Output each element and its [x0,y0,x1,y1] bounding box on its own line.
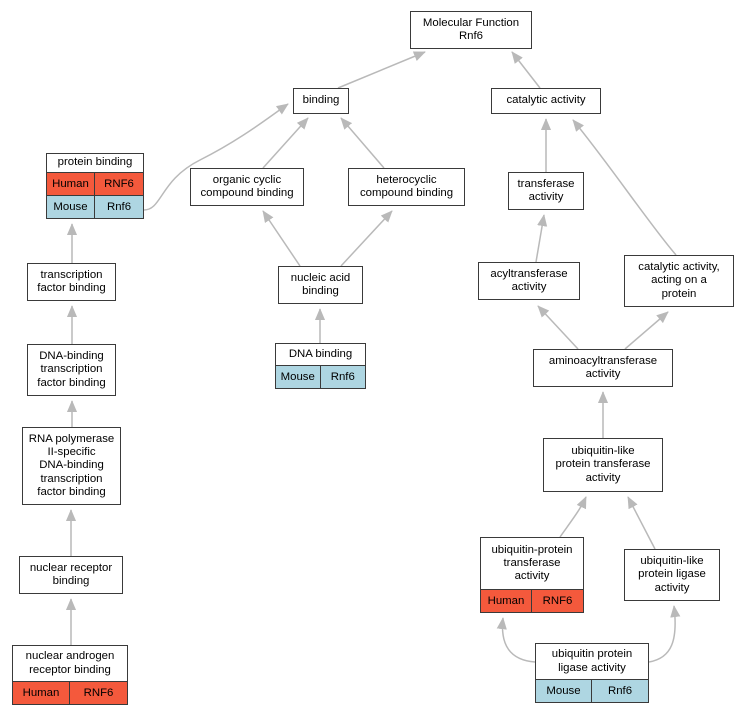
go-node-label: transcription factor binding [37,268,106,294]
go-node-label: nuclear androgen receptor binding [25,650,115,676]
go-node-aminoacyltransferase-activity[interactable]: aminoacyltransferase activity [533,349,673,387]
edge-catalytic-activity-to-molecular-function [511,51,541,89]
go-node-label: DNA-binding transcription factor binding [37,350,106,389]
edge-acyltransferase-activity-to-transferase-activity [535,214,548,263]
go-node-ubiquitin-like-protein-transferase-activity[interactable]: ubiquitin-like protein transferase activ… [543,438,663,492]
edge-ubiquitin-protein-ligase-activity-to-ubiquitin-like-protein-ligase-activity [648,605,681,663]
annotation-gene: Rnf6 [320,366,365,388]
go-node-label: binding [302,94,340,107]
annotation-species: Human [481,590,532,612]
edge-binding-to-molecular-function [337,51,426,89]
go-node-transcription-factor-binding[interactable]: transcription factor binding [27,263,116,301]
go-node-ubiquitin-like-protein-ligase-activity[interactable]: ubiquitin-like protein ligase activity [624,549,720,601]
go-node-transferase-activity[interactable]: transferase activity [508,172,584,210]
go-node-heterocyclic-compound-binding[interactable]: heterocyclic compound binding [348,168,465,206]
go-node-label: aminoacyltransferase activity [548,354,658,380]
go-node-label: protein binding [57,156,133,169]
edge-organic-cyclic-compound-binding-to-binding [262,117,309,169]
annotation-species: Human [13,682,70,704]
annotation-gene: Rnf6 [592,680,648,702]
go-node-label: transferase activity [517,177,575,203]
annotation-species: Mouse [276,366,321,388]
go-node-label: ubiquitin-like protein transferase activ… [555,445,651,484]
go-node-label: nucleic acid binding [290,271,351,297]
go-node-nuclear-receptor-binding[interactable]: nuclear receptor binding [19,556,123,594]
edge-catalytic-activity-acting-on-a-protein-to-catalytic-activity [572,119,677,256]
annotation-species: Mouse [47,196,95,218]
edge-protein-binding-to-binding [143,103,289,211]
edge-aminoacyltransferase-activity-to-catalytic-activity-acting-on-a-protein [624,311,669,350]
annotation-gene: RNF6 [95,173,143,195]
go-node-label: ubiquitin protein ligase activity [551,648,633,674]
go-node-label: Molecular Function Rnf6 [422,16,520,42]
go-node-catalytic-activity[interactable]: catalytic activity [491,88,601,114]
go-node-label: organic cyclic compound binding [200,173,294,199]
edge-ubiquitin-protein-ligase-activity-to-ubiquitin-protein-transferase-activity [496,617,536,663]
annotation-gene: RNF6 [532,590,583,612]
go-node-label: heterocyclic compound binding [359,173,454,199]
edge-nucleic-acid-binding-to-organic-cyclic-compound-binding [262,210,301,267]
edge-nucleic-acid-binding-to-heterocyclic-compound-binding [340,210,393,267]
go-node-label: RNA polymerase II-specific DNA-binding t… [28,432,115,498]
go-node-dna-binding-transcription-factor-binding[interactable]: DNA-binding transcription factor binding [27,344,116,396]
go-node-label: DNA binding [288,347,353,360]
go-node-binding[interactable]: binding [293,88,349,114]
edge-heterocyclic-compound-binding-to-binding [340,117,385,169]
go-node-organic-cyclic-compound-binding[interactable]: organic cyclic compound binding [190,168,304,206]
edge-ubiquitin-like-protein-ligase-activity-to-ubiquitin-like-protein-transferase-activity [627,496,656,550]
go-node-label: acyltransferase activity [490,267,568,293]
go-node-rna-polymerase-ii-specific-dna-binding-transcription-factor-binding[interactable]: RNA polymerase II-specific DNA-binding t… [22,427,121,505]
go-node-label: catalytic activity [506,94,586,107]
annotation-gene: RNF6 [70,682,127,704]
edge-ubiquitin-protein-transferase-activity-to-ubiquitin-like-protein-transferase-activity [559,496,587,538]
go-node-nucleic-acid-binding[interactable]: nucleic acid binding [278,266,363,304]
annotation-species: Mouse [536,680,592,702]
go-node-label: ubiquitin-protein transferase activity [491,543,573,583]
go-node-label: nuclear receptor binding [29,561,113,587]
go-node-molecular-function[interactable]: Molecular Function Rnf6 [410,11,532,49]
go-node-catalytic-activity-acting-on-a-protein[interactable]: catalytic activity, acting on a protein [624,255,734,307]
annotation-gene: Rnf6 [95,196,143,218]
go-node-label: ubiquitin-like protein ligase activity [638,555,706,594]
edge-aminoacyltransferase-activity-to-acyltransferase-activity [537,305,579,350]
go-node-acyltransferase-activity[interactable]: acyltransferase activity [478,262,580,300]
go-node-label: catalytic activity, acting on a protein [638,261,720,300]
annotation-species: Human [47,173,95,195]
